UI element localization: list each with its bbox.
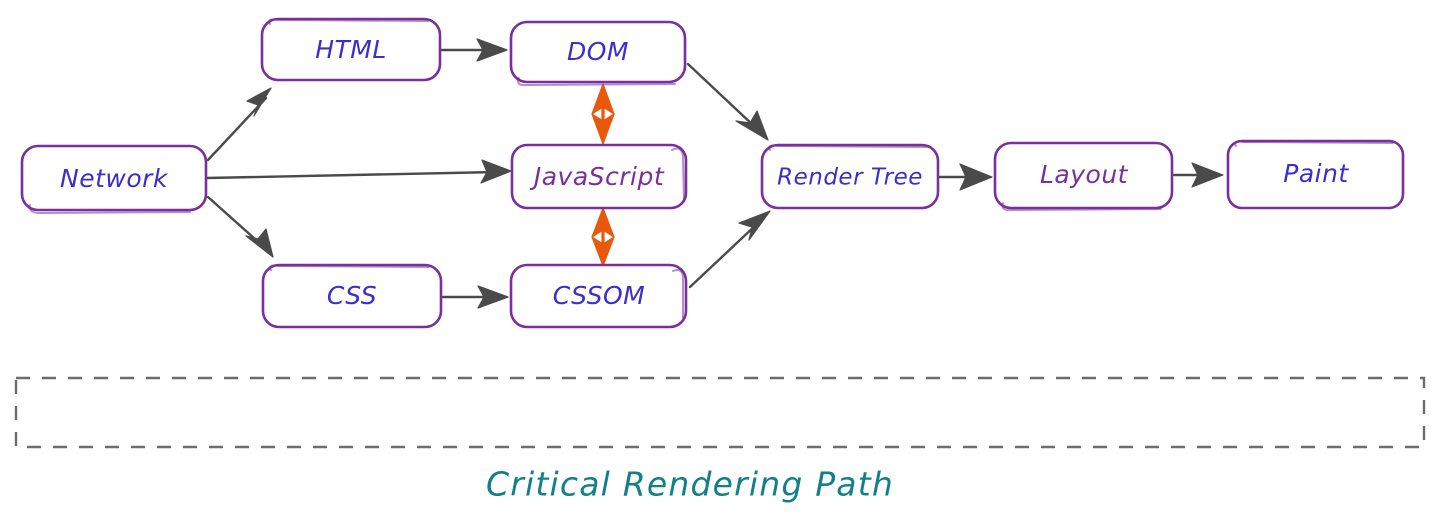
edge-network-css: [206, 195, 274, 258]
critical-path-frame: [14, 376, 1426, 449]
diagram-caption: Critical Rendering Path: [486, 465, 894, 504]
node-network-label: Network: [60, 164, 169, 193]
node-network[interactable]: Network: [20, 144, 208, 214]
edge-javascript-cssom-sync: [591, 207, 615, 267]
edge-layout-paint: [1172, 162, 1224, 188]
node-layout[interactable]: Layout: [993, 141, 1174, 212]
node-javascript-label: JavaScript: [529, 162, 665, 191]
node-paint-label: Paint: [1283, 159, 1349, 188]
edge-rendertree-layout: [938, 163, 993, 191]
edge-dom-javascript-sync: [591, 83, 615, 145]
edge-network-javascript: [205, 159, 512, 184]
node-html-label: HTML: [315, 35, 387, 64]
node-html[interactable]: HTML: [260, 17, 442, 82]
node-rendertree[interactable]: Render Tree: [760, 143, 940, 210]
node-paint[interactable]: Paint: [1226, 139, 1405, 210]
edge-css-cssom: [441, 285, 509, 309]
edge-html-dom: [440, 38, 508, 62]
edge-network-html: [206, 87, 272, 162]
node-cssom[interactable]: CSSOM: [509, 263, 688, 329]
node-rendertree-label: Render Tree: [777, 165, 923, 191]
node-javascript[interactable]: JavaScript: [510, 143, 688, 210]
node-dom-label: DOM: [567, 37, 629, 66]
node-layout-label: Layout: [1040, 160, 1129, 189]
node-css[interactable]: CSS: [261, 263, 443, 329]
node-cssom-label: CSSOM: [553, 281, 646, 310]
node-css-label: CSS: [327, 281, 377, 310]
edge-dom-rendertree: [686, 62, 769, 141]
node-dom[interactable]: DOM: [509, 20, 687, 87]
edge-cssom-rendertree: [688, 210, 771, 289]
